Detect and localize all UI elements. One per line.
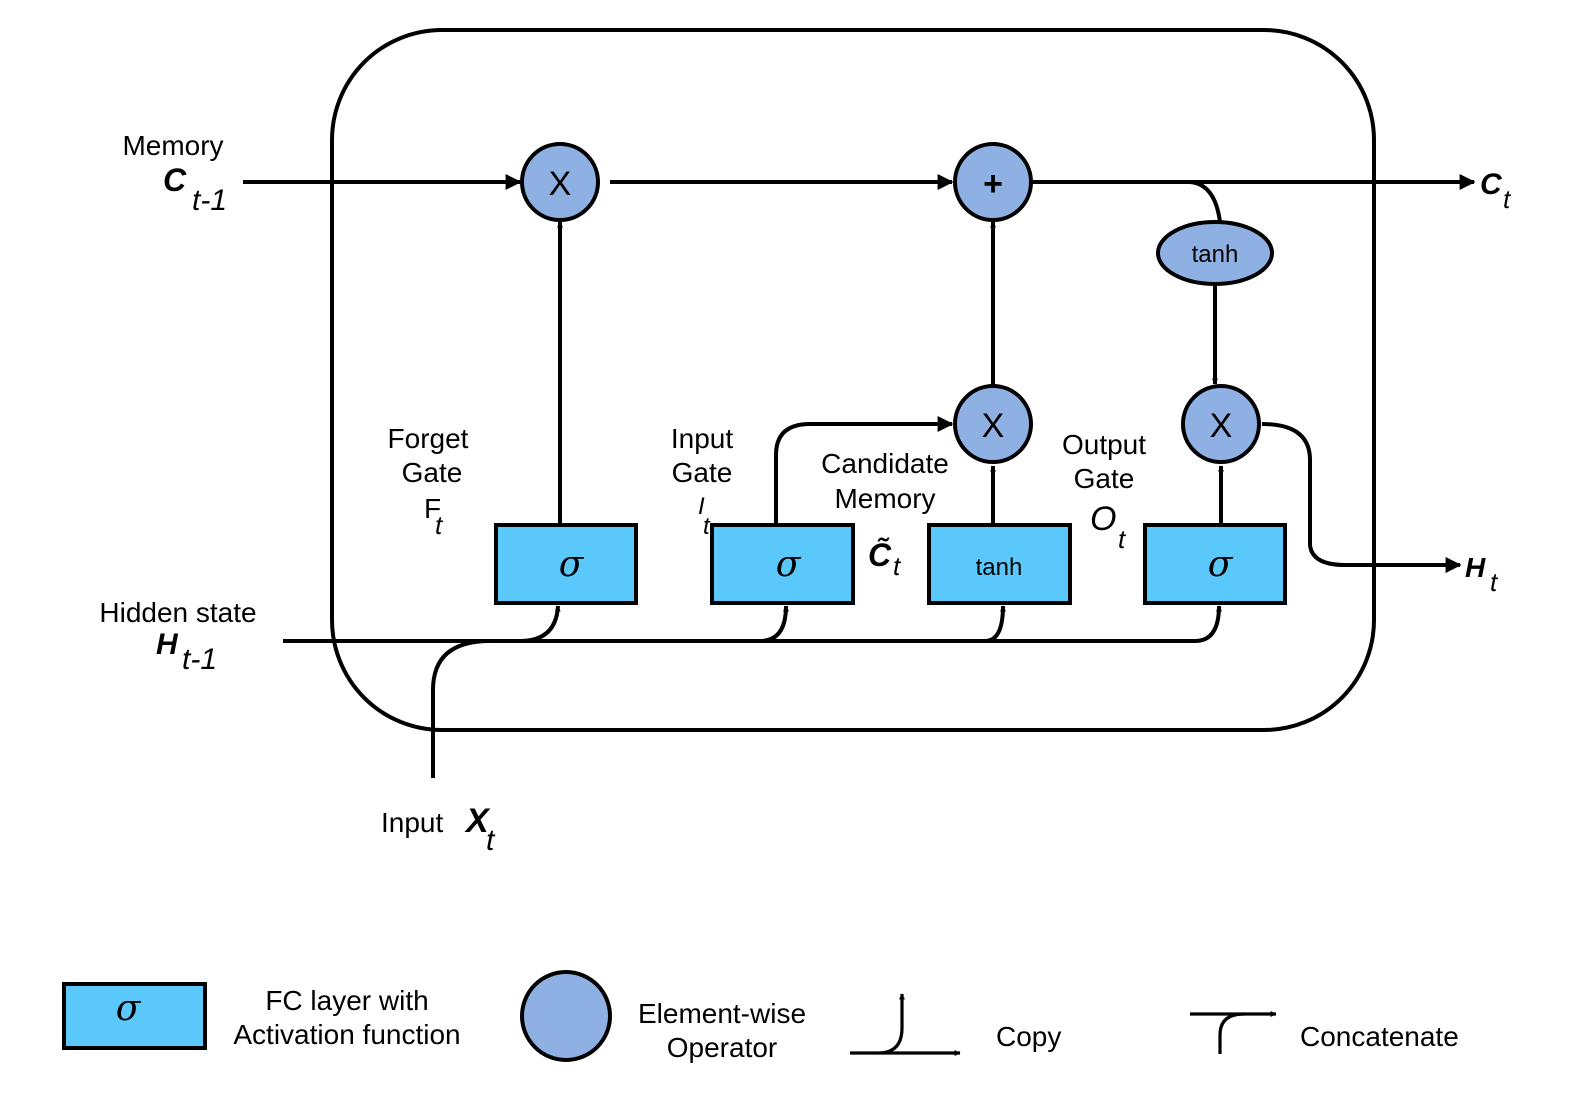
svg-text:F: F [424,493,441,524]
legend-op-line2: Operator [667,1032,778,1063]
candidate-tanh-label: tanh [976,554,1023,581]
svg-text:t: t [703,513,711,540]
svg-text:Gate: Gate [672,457,733,488]
forget-gate-label: Forget Gate F t [388,423,469,540]
input-gate-to-mult [774,416,954,523]
forget-gate-sigma: σ [559,544,585,585]
legend-fc-sigma: σ [116,988,142,1029]
output-tanh-operator: tanh [1156,220,1274,286]
forget-multiply-operator: X [520,142,600,222]
svg-text:Candidate: Candidate [821,448,949,479]
bus-to-input [759,605,789,643]
legend-copy-label: Copy [996,1021,1061,1052]
svg-text:Input: Input [381,807,443,838]
svg-text:C: C [163,162,187,198]
candidate-memory-layer: tanh [927,523,1072,605]
svg-text:t-1: t-1 [192,184,227,217]
forget-multiply-symbol: X [549,165,572,203]
svg-text:C: C [1480,168,1503,201]
svg-text:t: t [435,510,444,540]
bus-to-output [1194,605,1222,643]
svg-text:X: X [464,802,491,840]
memory-input-label: Memory C t-1 [122,130,227,217]
legend-concatenate: Concatenate [1190,1011,1459,1054]
svg-text:I: I [698,493,705,520]
input-gate-layer: σ [710,523,855,605]
legend-fc-line2: Activation function [233,1019,460,1050]
svg-text:Memory: Memory [834,483,935,514]
svg-text:H: H [156,628,179,661]
connections [243,174,1476,778]
legend-op-line1: Element-wise [638,998,806,1029]
output-gate-sigma: σ [1208,544,1234,585]
output-multiply-operator: X [1181,384,1261,464]
legend-copy: Copy [850,993,1061,1056]
legend-operator: Element-wise Operator [520,970,806,1063]
input-gate-sigma: σ [776,544,802,585]
output-to-hidden [1261,422,1462,573]
svg-text:t: t [1118,524,1127,554]
input-multiply-operator: X [953,384,1033,464]
svg-text:Memory: Memory [122,130,223,161]
memory-add-operator: + [953,142,1033,222]
svg-text:Hidden state: Hidden state [99,597,256,628]
concat-input [431,639,491,778]
candidate-memory-label: Candidate Memory C̃ t [821,448,949,581]
bus-to-forget [519,605,561,643]
legend-fc-layer: σ FC layer with Activation function [62,982,461,1050]
hidden-state-input-label: Hidden state H t-1 [99,597,256,676]
legend: σ FC layer with Activation function Elem… [62,970,1459,1063]
legend-concatenate-label: Concatenate [1300,1021,1459,1052]
output-multiply-symbol: X [1210,407,1233,445]
output-gate-label: Output Gate O t [1062,429,1146,554]
input-gate-label: Input Gate I t [671,423,733,540]
svg-text:O: O [1090,500,1116,538]
svg-text:Input: Input [671,423,733,454]
svg-text:t: t [486,824,496,857]
svg-text:t: t [1490,567,1499,597]
legend-fc-line1: FC layer with [265,985,428,1016]
input-multiply-symbol: X [982,407,1005,445]
svg-text:H: H [1465,552,1486,583]
memory-output-label: C t [1480,168,1512,214]
lstm-cell-boundary [330,28,1376,732]
memory-copy-to-tanh [1189,180,1222,223]
hidden-output-label: H t [1465,552,1499,597]
svg-text:Output: Output [1062,429,1146,460]
output-tanh-label: tanh [1192,241,1239,268]
svg-text:Gate: Gate [402,457,463,488]
memory-add-symbol: + [983,165,1003,203]
input-x-label: Input X t [381,802,496,857]
svg-text:Forget: Forget [388,423,469,454]
svg-text:t-1: t-1 [182,643,217,676]
svg-text:t: t [1503,184,1512,214]
forget-gate-layer: σ [494,523,638,605]
svg-text:t: t [893,551,902,581]
svg-text:C̃: C̃ [868,537,892,573]
bus-to-candidate [984,605,1006,643]
svg-text:Gate: Gate [1074,463,1135,494]
output-gate-layer: σ [1143,523,1287,605]
